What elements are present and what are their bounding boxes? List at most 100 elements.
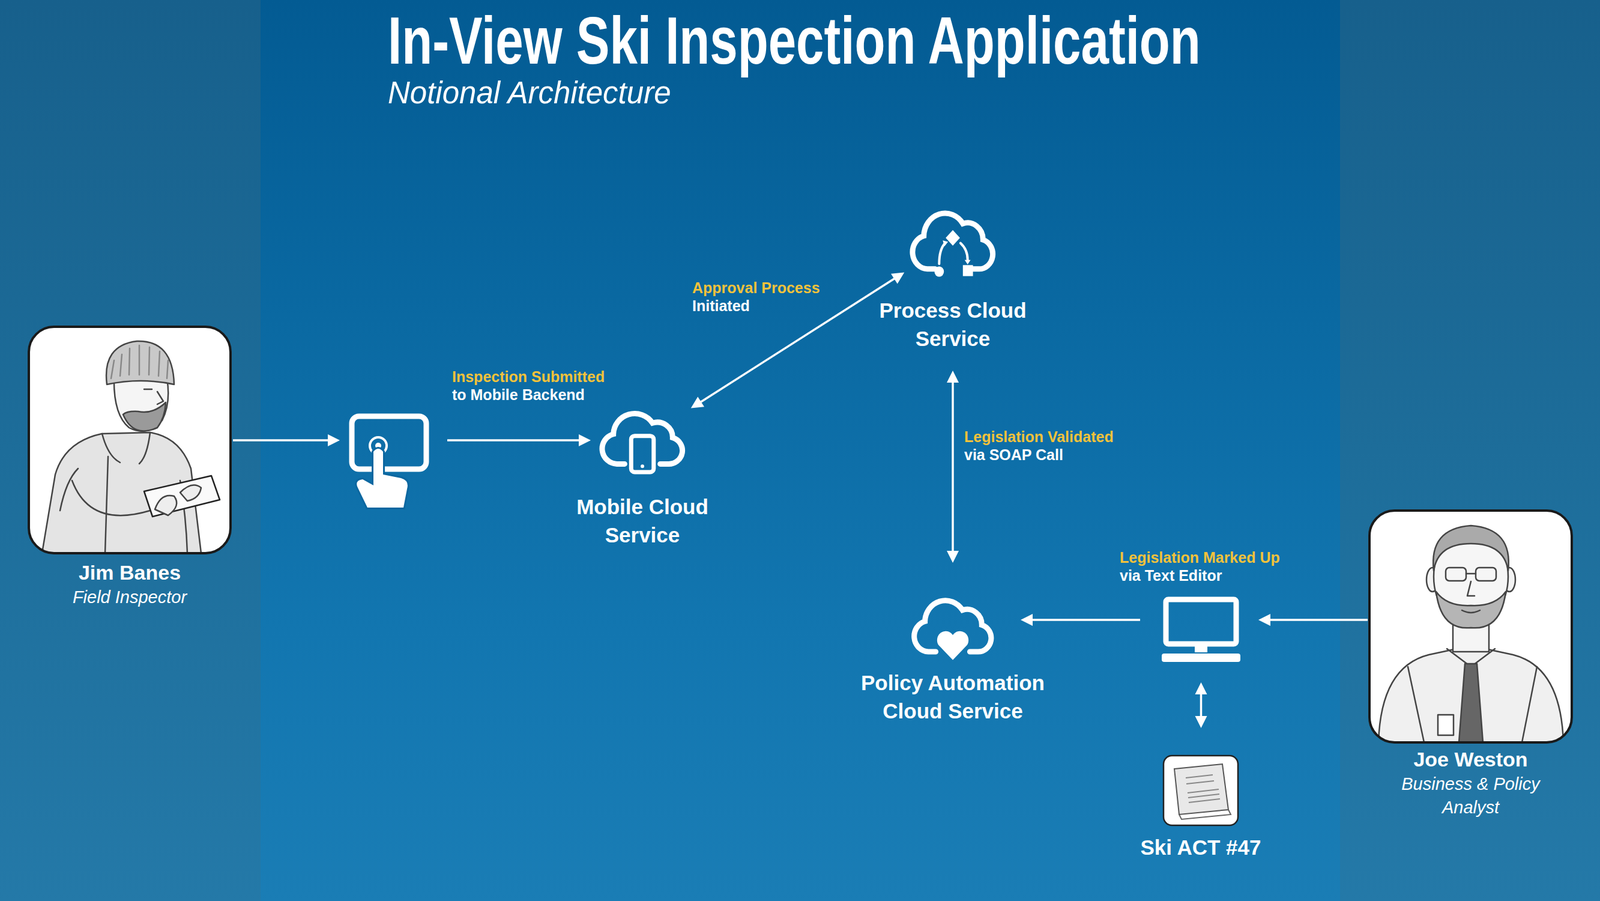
computer-icon-part xyxy=(1161,653,1241,662)
process-cloud-icon-part xyxy=(934,265,944,277)
person-role: Field Inspector xyxy=(28,585,231,609)
node-shape-area xyxy=(908,204,998,279)
legislation-document-icon-part xyxy=(1174,763,1229,815)
computer-icon-part xyxy=(1165,599,1237,644)
diagram-node: Ski ACT #47 xyxy=(1140,755,1261,862)
analyst-portrait-part-part xyxy=(1445,567,1467,581)
inspector-portrait-part xyxy=(42,341,220,553)
diagram-node: Mobile Cloud Service xyxy=(564,405,721,549)
policy-cloud-icon-part xyxy=(937,630,969,660)
analyst-portrait-part-part xyxy=(1467,581,1475,596)
legislation-document-icon xyxy=(1163,755,1238,825)
service-name: Policy Automation Cloud Service xyxy=(850,668,1055,725)
analyst-portrait-part-part xyxy=(1466,572,1476,575)
arrowhead xyxy=(1195,682,1208,695)
service-name: Mobile Cloud Service xyxy=(564,492,721,549)
diagram-node: Joe WestonBusiness & Policy Analyst xyxy=(1369,510,1572,819)
inspector-portrait-part xyxy=(28,326,231,553)
legislation-document-icon-part xyxy=(1185,774,1220,803)
mobile-cloud-icon xyxy=(602,413,683,473)
diagram-title: In-View Ski Inspection Application xyxy=(387,7,1201,75)
connector-line xyxy=(1265,618,1368,621)
analyst-portrait-part-part xyxy=(1407,666,1537,743)
analyst-portrait-part-part xyxy=(1433,525,1509,571)
person-name: Jim Banes xyxy=(28,558,231,586)
connector-label: Approval Process Initiated xyxy=(692,278,823,315)
process-cloud-icon-part xyxy=(964,259,971,265)
inspector-portrait-part-part xyxy=(123,402,166,432)
analyst-portrait-part-part xyxy=(1378,645,1564,743)
connector-line xyxy=(1027,618,1141,621)
service-name: Process Cloud Service xyxy=(868,296,1037,353)
node-shape-area xyxy=(910,591,996,661)
inspector-portrait-part-part xyxy=(102,432,151,464)
process-cloud-icon-part xyxy=(945,229,960,246)
analyst-portrait-part-part xyxy=(1458,663,1483,743)
person-role: Business & Policy Analyst xyxy=(1380,772,1561,819)
person-name: Joe Weston xyxy=(1380,745,1561,773)
tablet-touch-icon-part xyxy=(351,416,427,469)
connector-label: Inspection Submitted to Mobile Backend xyxy=(452,367,608,404)
analyst-portrait-part xyxy=(1378,525,1564,743)
connector xyxy=(946,370,959,563)
analyst-portrait-part xyxy=(1369,510,1572,743)
analyst-portrait xyxy=(1369,510,1572,743)
arrowhead xyxy=(946,550,959,563)
node-shape-area xyxy=(1163,755,1238,825)
inspector-portrait-part-part xyxy=(180,485,202,502)
inspector-portrait-part-part xyxy=(114,375,169,432)
process-cloud-icon-part xyxy=(942,240,948,247)
policy-cloud-icon xyxy=(914,600,992,660)
inspector-portrait-part-part xyxy=(106,341,175,385)
process-cloud-icon-part xyxy=(938,243,968,264)
inspector-portrait-part-part xyxy=(72,480,151,516)
inspector-portrait-part-part xyxy=(111,345,169,379)
inspector-portrait-part-part xyxy=(144,389,164,405)
node-shape-area xyxy=(1161,597,1241,662)
connector-line xyxy=(447,438,584,442)
connector-label: Legislation Validated via SOAP Call xyxy=(964,427,1117,464)
inspector-portrait-part-part xyxy=(60,456,188,553)
diagram-node: Jim BanesField Inspector xyxy=(28,326,231,609)
connector xyxy=(1195,682,1208,728)
node-shape-area xyxy=(28,326,231,553)
analyst-portrait-part-part xyxy=(1475,567,1497,581)
diagram-node: Legislation Marked Up via Text Editor xyxy=(1119,548,1283,662)
analyst-portrait-part-part xyxy=(1436,591,1506,628)
inspector-portrait xyxy=(28,326,231,553)
diagram-node: Process Cloud Service xyxy=(868,204,1037,353)
process-cloud-icon xyxy=(912,213,994,277)
mobile-cloud-icon-part xyxy=(602,413,683,465)
legislation-document-icon-part xyxy=(1163,755,1238,825)
node-shape-area xyxy=(597,405,687,473)
arrowhead xyxy=(890,271,905,284)
connector xyxy=(1258,613,1368,626)
connector-line xyxy=(232,438,333,442)
arrowhead xyxy=(1020,613,1033,626)
tablet-touch-icon-part xyxy=(356,448,408,508)
process-cloud-icon-part xyxy=(963,264,974,276)
inspector-portrait-part-part xyxy=(154,495,177,516)
arrowhead xyxy=(1258,613,1271,626)
arrowhead xyxy=(946,370,959,383)
connector-line xyxy=(951,377,954,556)
arrowhead xyxy=(691,396,705,408)
arrowhead xyxy=(1195,715,1208,728)
analyst-portrait-part-part xyxy=(1461,609,1480,613)
process-cloud-icon-part xyxy=(912,213,994,269)
analyst-portrait-part-part xyxy=(1437,714,1454,735)
analyst-portrait-part xyxy=(1369,510,1572,743)
connector xyxy=(1020,613,1141,626)
document-name: Ski ACT #47 xyxy=(1140,833,1261,862)
step-label: Legislation Marked Up via Text Editor xyxy=(1119,548,1283,585)
computer-icon xyxy=(1161,599,1241,662)
connector xyxy=(691,271,905,408)
inspector-portrait-part xyxy=(28,326,231,553)
diagram-node: Policy Automation Cloud Service xyxy=(850,591,1055,725)
arrowhead xyxy=(327,434,340,447)
connector xyxy=(232,434,591,447)
mobile-cloud-icon-part xyxy=(640,464,645,468)
